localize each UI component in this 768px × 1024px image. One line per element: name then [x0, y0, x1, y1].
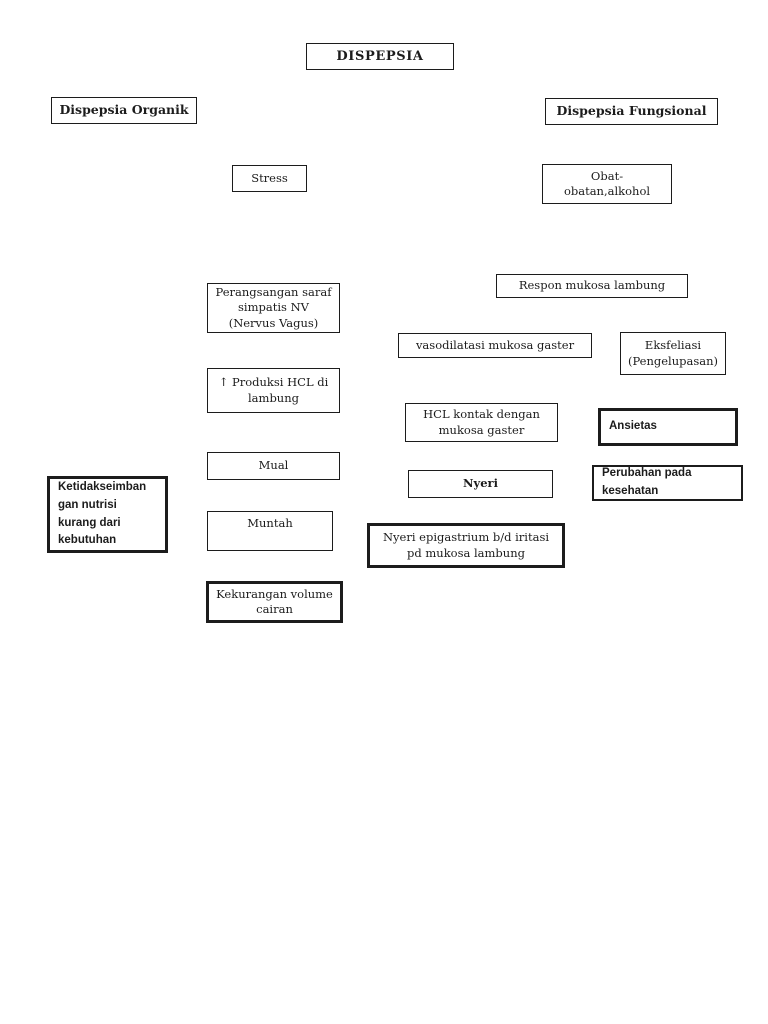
node-nyeri: Nyeri — [408, 470, 553, 498]
node-eksfeliasi: Eksfeliasi (Pengelupasan) — [620, 332, 726, 375]
node-perangsangan-saraf: Perangsangan saraf simpatis NV (Nervus V… — [207, 283, 340, 333]
node-dispepsia: DISPEPSIA — [306, 43, 454, 70]
node-dispepsia-organik: Dispepsia Organik — [51, 97, 197, 124]
node-ketidakseimbangan-nutrisi: Ketidakseimban gan nutrisi kurang dari k… — [47, 476, 168, 553]
node-mual: Mual — [207, 452, 340, 480]
node-produksi-hcl: ↑ Produksi HCL di lambung — [207, 368, 340, 413]
node-muntah: Muntah — [207, 511, 333, 551]
node-nyeri-epigastrium: Nyeri epigastrium b/d iritasi pd mukosa … — [367, 523, 565, 568]
node-hcl-kontak: HCL kontak dengan mukosa gaster — [405, 403, 558, 442]
node-dispepsia-fungsional: Dispepsia Fungsional — [545, 98, 718, 125]
node-stress: Stress — [232, 165, 307, 192]
node-respon-mukosa-lambung: Respon mukosa lambung — [496, 274, 688, 298]
node-vasodilatasi-mukosa-gaster: vasodilatasi mukosa gaster — [398, 333, 592, 358]
node-ansietas: Ansietas — [598, 408, 738, 446]
node-obat-obatan-alkohol: Obat- obatan,alkohol — [542, 164, 672, 204]
node-perubahan-pada-kesehatan: Perubahan pada kesehatan — [592, 465, 743, 501]
node-kekurangan-volume-cairan: Kekurangan volume cairan — [206, 581, 343, 623]
